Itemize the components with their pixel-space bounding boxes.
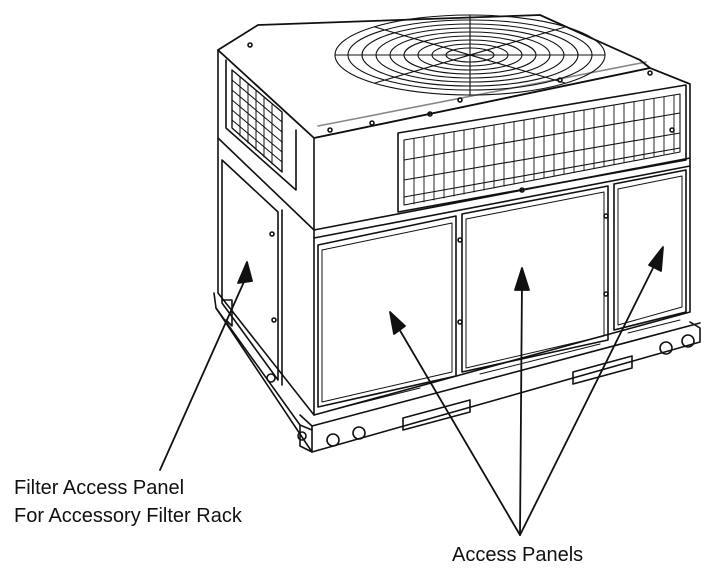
filter-label-line1: Filter Access Panel [14, 477, 185, 499]
filter-access-panel-label: Filter Access Panel For Accessory Filter… [14, 474, 242, 530]
access-panels-label: Access Panels [452, 544, 584, 566]
fan-grille-icon [334, 14, 606, 96]
access-panels [317, 169, 687, 409]
access-panel-right [613, 169, 687, 331]
arrow-icon [159, 246, 664, 536]
filter-access-panel [221, 159, 279, 381]
base-pallet [213, 292, 701, 453]
side-louver-grille [231, 69, 283, 173]
access-panel-center [461, 185, 609, 373]
access-panel-left [317, 215, 457, 408]
top-cabinet [217, 14, 691, 231]
front-louver-grille [397, 84, 687, 213]
filter-label-line2: For Accessory Filter Rack [14, 505, 242, 527]
